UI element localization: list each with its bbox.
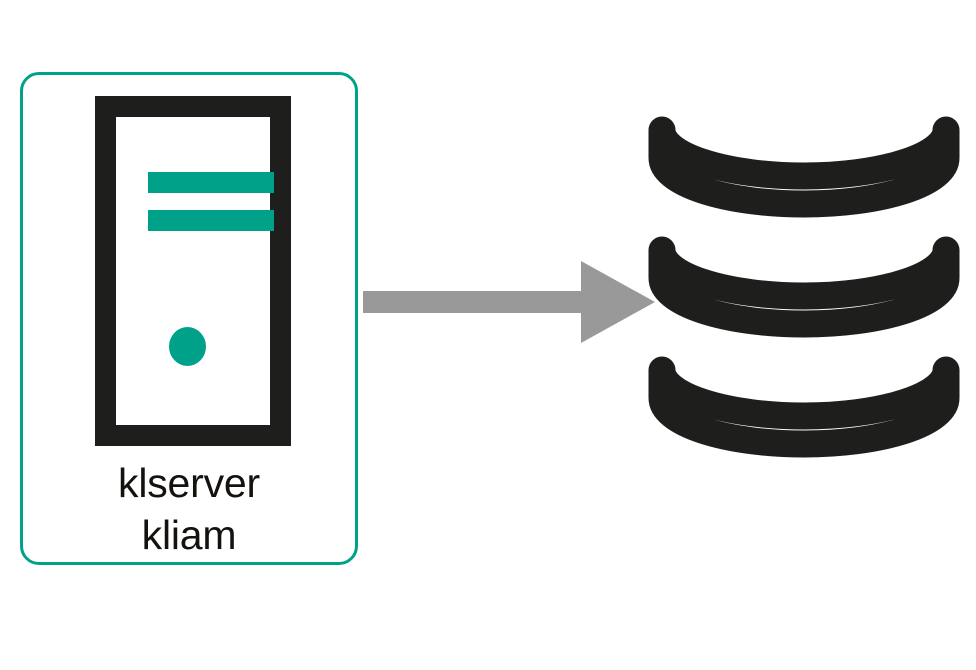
flow-arrow-icon	[363, 261, 655, 343]
server-tower-icon	[95, 96, 291, 446]
database-disc-middle	[648, 236, 960, 338]
server-node-label-line-2: kliam	[141, 512, 237, 558]
database-disc-bottom	[648, 356, 960, 458]
server-node-card[interactable]: klserver kliam	[20, 72, 358, 565]
server-node-label-line-1: klserver	[118, 460, 260, 506]
flow-arrow-shape	[363, 261, 655, 343]
database-disc-top	[648, 116, 960, 218]
server-bay-bar-2	[148, 210, 274, 231]
server-bay-bar-1	[148, 172, 274, 193]
database-cylinder-icon	[648, 116, 960, 458]
server-node-label: klserver kliam	[23, 457, 355, 561]
server-power-led-icon	[169, 327, 206, 366]
